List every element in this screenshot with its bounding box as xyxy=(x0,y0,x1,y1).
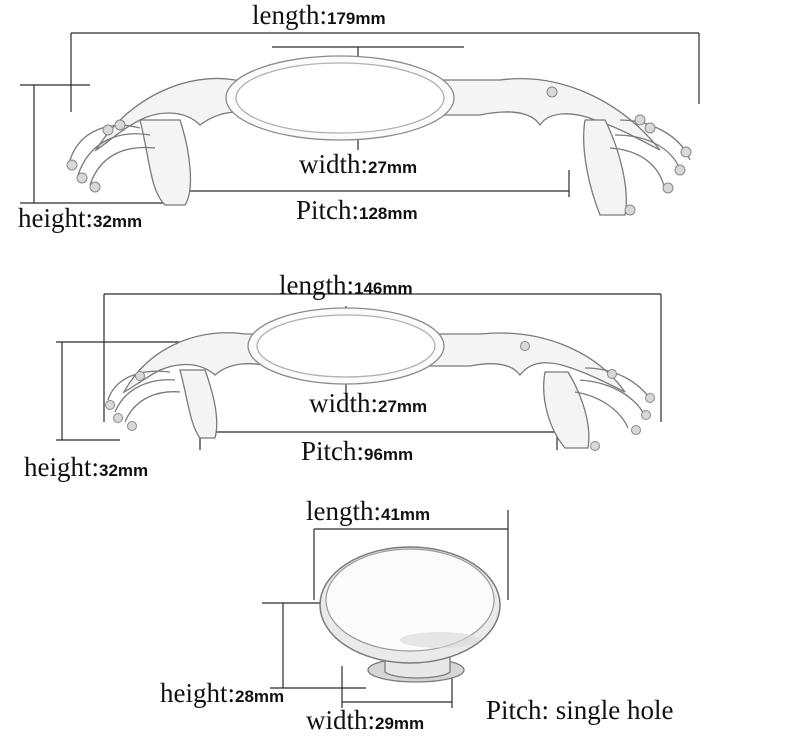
knob-length-word: length: xyxy=(306,496,381,526)
large-length-label: length:179mm xyxy=(252,2,386,29)
large-width-word: width: xyxy=(299,149,369,179)
knob-length-value: 41mm xyxy=(381,505,431,524)
large-pitch-label: Pitch:128mm xyxy=(296,197,418,224)
large-handle-body xyxy=(69,55,691,216)
medium-width-label: width:27mm xyxy=(309,390,427,417)
medium-pitch-label: Pitch:96mm xyxy=(301,438,413,465)
knob-body xyxy=(319,546,501,683)
knob-height-label: height:28mm xyxy=(160,680,284,707)
medium-length-value: 146mm xyxy=(354,279,413,298)
large-height-word: height: xyxy=(18,203,93,233)
medium-height-word: height: xyxy=(24,452,99,482)
medium-dimension-lines xyxy=(56,293,662,450)
medium-pitch-value: 96mm xyxy=(364,445,414,464)
large-handle-panel: length:179mm width:27mm Pitch:128mm heig… xyxy=(0,0,790,250)
medium-height-value: 32mm xyxy=(99,461,149,480)
knob-width-value: 29mm xyxy=(375,714,425,733)
knob-width-word: width: xyxy=(306,705,376,735)
knob-height-value: 28mm xyxy=(235,687,285,706)
medium-filigree-beads xyxy=(105,341,655,451)
knob-panel: length:41mm height:28mm width:29mm Pitch… xyxy=(0,490,790,744)
large-height-value: 32mm xyxy=(93,212,143,231)
large-width-value: 27mm xyxy=(368,158,418,177)
knob-length-label: length:41mm xyxy=(306,498,430,525)
large-width-label: width:27mm xyxy=(299,151,417,178)
medium-height-label: height:32mm xyxy=(24,454,148,481)
medium-pitch-word: Pitch: xyxy=(301,436,365,466)
knob-pitch-note: Pitch: single hole xyxy=(486,695,674,725)
medium-handle-body xyxy=(107,307,653,449)
medium-length-word: length: xyxy=(279,270,354,300)
medium-width-word: width: xyxy=(309,388,379,418)
medium-handle-panel: length:146mm width:27mm Pitch:96mm heigh… xyxy=(0,250,790,490)
large-handle-drawing xyxy=(20,32,700,216)
large-pitch-value: 128mm xyxy=(359,204,418,223)
knob-drawing xyxy=(262,510,509,708)
large-length-word: length: xyxy=(252,0,327,30)
large-length-value: 179mm xyxy=(327,9,386,28)
medium-length-label: length:146mm xyxy=(279,272,413,299)
knob-height-word: height: xyxy=(160,678,235,708)
medium-handle-drawing xyxy=(56,293,662,451)
medium-width-value: 27mm xyxy=(378,397,428,416)
large-pitch-word: Pitch: xyxy=(296,195,360,225)
knob-width-label: width:29mm xyxy=(306,707,424,734)
large-filigree-beads xyxy=(66,86,692,216)
large-height-label: height:32mm xyxy=(18,205,142,232)
